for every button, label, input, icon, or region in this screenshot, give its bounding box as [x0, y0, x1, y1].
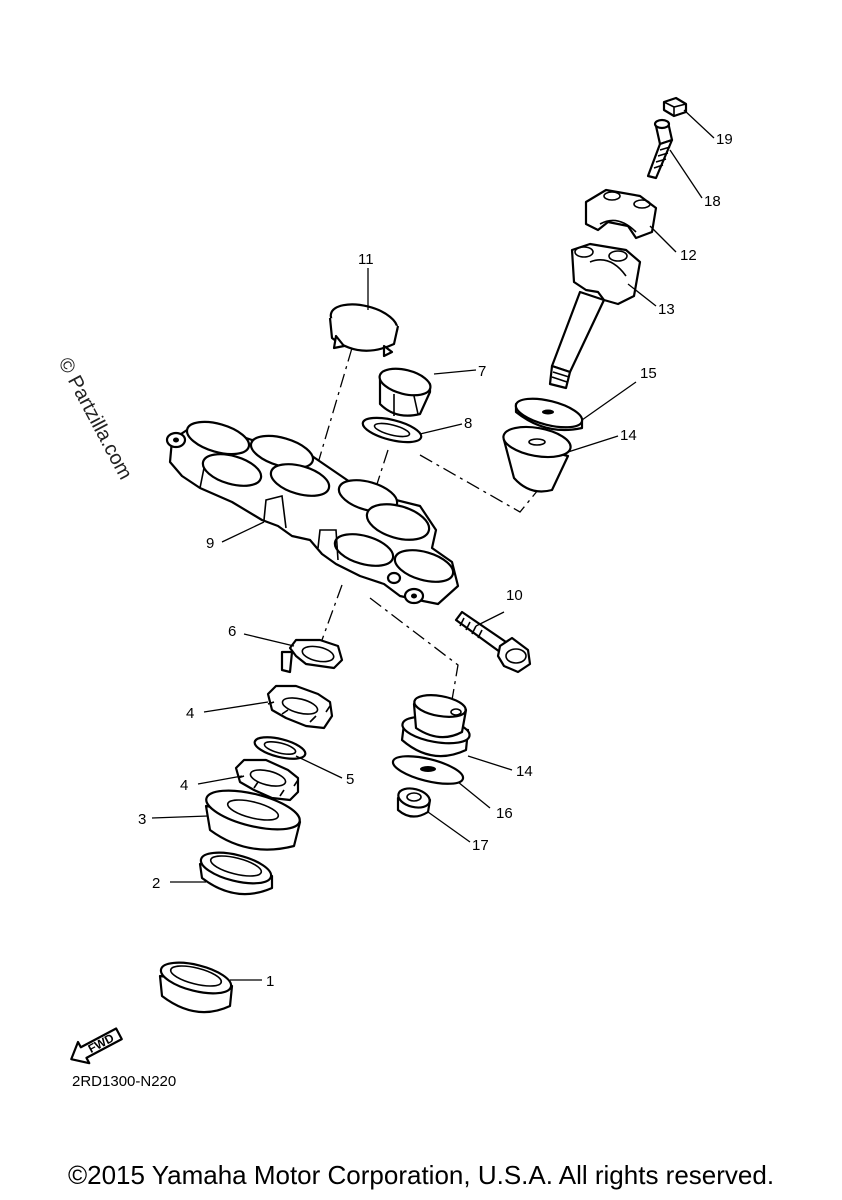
callout-4b: 4	[180, 777, 188, 794]
callout-labels: 1 2 3 4 4 5 6 7 8 9 10 11 12 13 14 14 15…	[138, 131, 733, 990]
callout-6: 6	[228, 623, 236, 640]
part-7-nut[interactable]	[377, 364, 433, 417]
callout-19: 19	[716, 131, 733, 148]
part-5-washer[interactable]	[253, 733, 308, 763]
part-19-cap[interactable]	[662, 96, 688, 118]
part-16-washer[interactable]	[390, 751, 465, 790]
part-11-cap[interactable]	[327, 298, 401, 358]
callout-11: 11	[358, 251, 374, 268]
leader-lines	[151, 109, 715, 981]
part-15-washer[interactable]	[513, 393, 585, 433]
part-3-bearing[interactable]	[203, 783, 304, 851]
fwd-arrow-icon: FWD	[70, 1027, 123, 1065]
part-8-washer[interactable]	[360, 413, 423, 447]
part-10-bolt[interactable]	[454, 610, 532, 674]
part-9-upper-bracket[interactable]	[165, 416, 460, 606]
callout-18: 18	[704, 193, 721, 210]
callout-10: 10	[506, 587, 523, 604]
part-13-holder-lower[interactable]	[548, 242, 642, 390]
callout-8: 8	[464, 415, 472, 432]
part-17-nut[interactable]	[396, 785, 432, 818]
callout-7: 7	[478, 363, 486, 380]
callout-15: 15	[640, 365, 657, 382]
part-14-damper-lower[interactable]	[400, 692, 471, 758]
part-4-ring-nut-lower[interactable]	[234, 758, 300, 802]
callout-3: 3	[138, 811, 146, 828]
diagram-code: 2RD1300-N220	[72, 1073, 176, 1090]
callout-5: 5	[346, 771, 354, 788]
callout-1: 1	[266, 973, 274, 990]
callout-4a: 4	[186, 705, 194, 722]
callout-9: 9	[206, 535, 214, 552]
callout-16: 16	[496, 805, 513, 822]
assembly-lines	[315, 347, 539, 701]
part-1-dust-seal[interactable]	[158, 957, 234, 1014]
part-2-bearing-race[interactable]	[198, 847, 274, 896]
part-18-bolt[interactable]	[646, 118, 674, 180]
part-12-holder-upper[interactable]	[584, 188, 658, 240]
callout-17: 17	[472, 837, 489, 854]
callout-13: 13	[658, 301, 675, 318]
callout-14a: 14	[620, 427, 637, 444]
part-4-ring-nut-upper[interactable]	[266, 684, 334, 730]
part-14-damper-upper[interactable]	[501, 422, 573, 493]
callout-14b: 14	[516, 763, 533, 780]
callout-12: 12	[680, 247, 697, 264]
watermark: © Partzilla.com	[54, 354, 137, 483]
part-6-lock-washer[interactable]	[280, 638, 344, 674]
callout-2: 2	[152, 875, 160, 892]
copyright-notice: ©2015 Yamaha Motor Corporation, U.S.A. A…	[67, 1160, 775, 1190]
